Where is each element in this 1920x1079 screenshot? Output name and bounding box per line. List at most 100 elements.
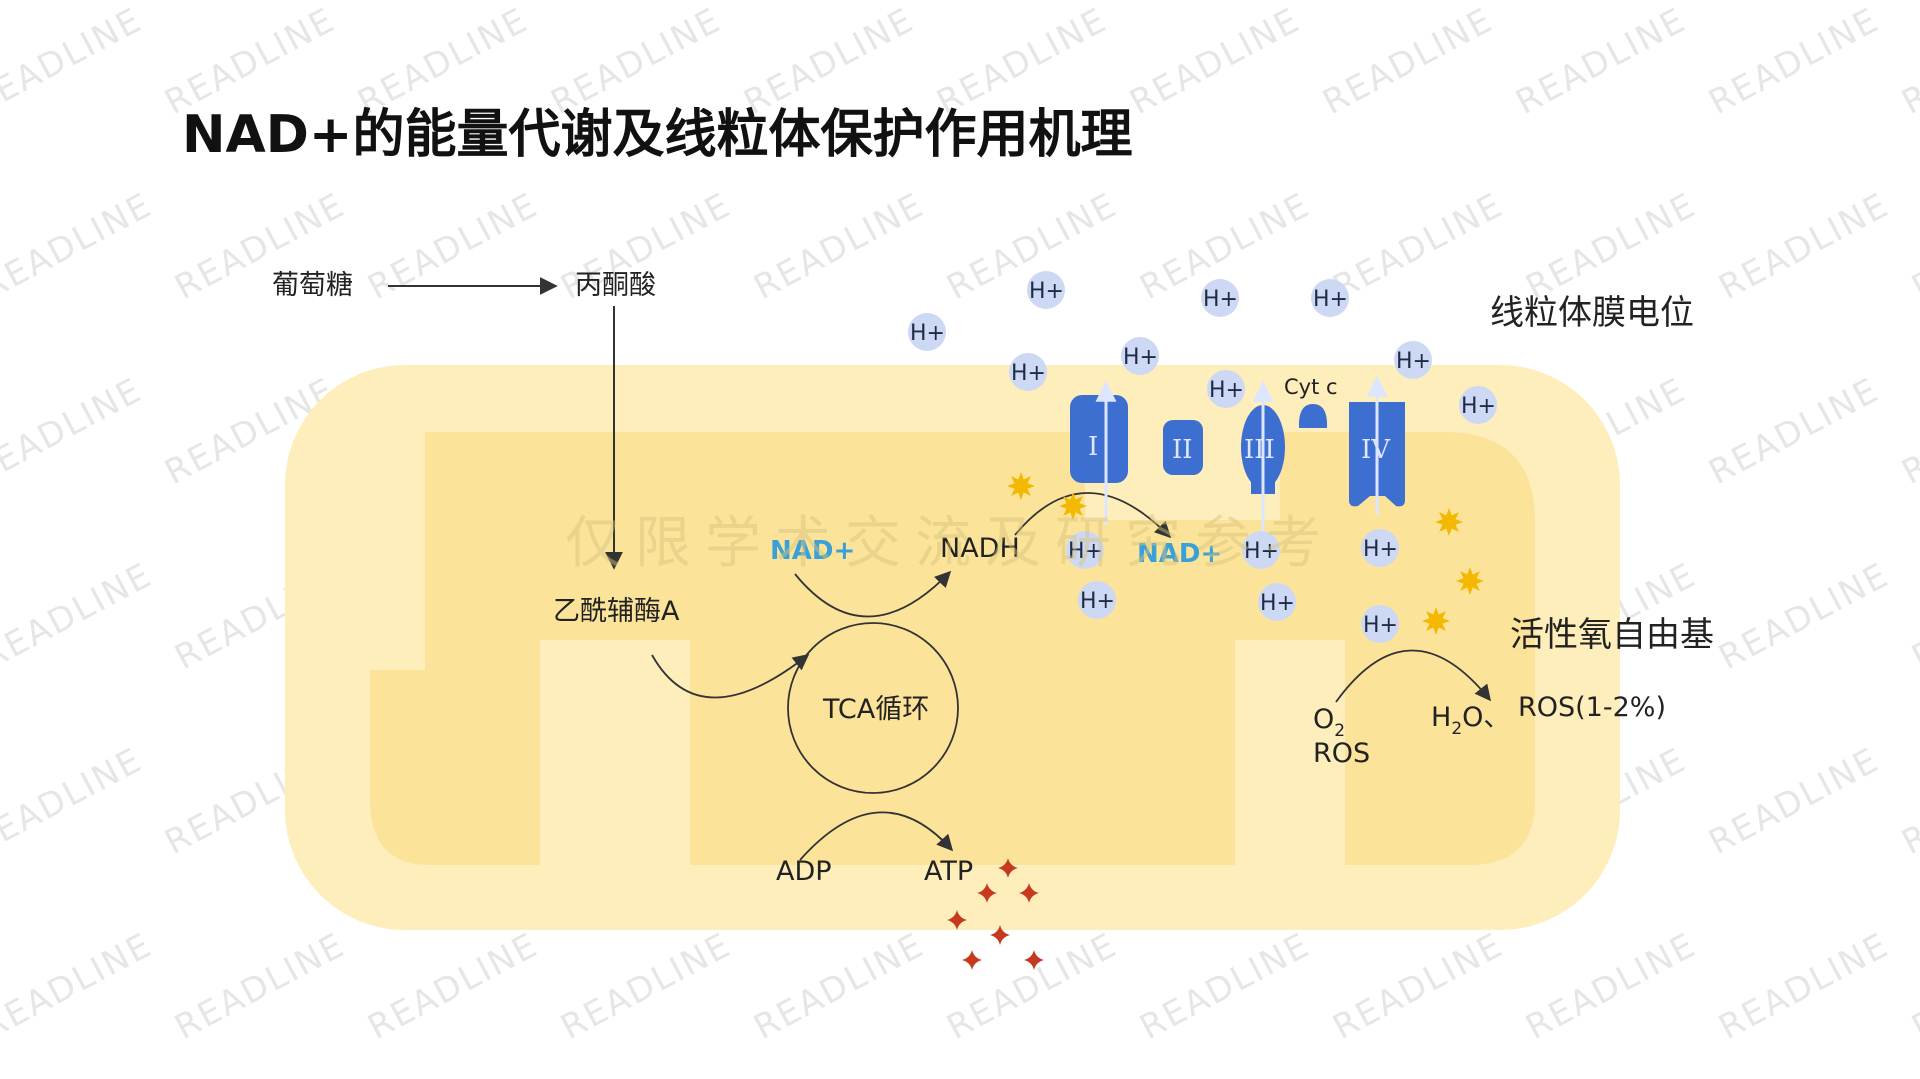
adp-to-atp-arrow [799,811,954,861]
nad-to-nadh-arrow [794,570,952,618]
inner-matrix [370,432,1535,865]
o2-to-h2o-arrow [1335,649,1492,703]
watermark-brand: READLINE [1702,740,1885,863]
star-spark-icon [962,950,982,970]
watermark-brand: READLINE [0,185,159,308]
ros-left-label: ROS [1313,738,1370,769]
complex-i-label: I [1088,432,1098,462]
nad-plus-right-label: NAD+ [1137,539,1222,569]
atp-label: ATP [924,856,973,887]
proton-label: H+ [1363,613,1398,638]
star-spark-icon [998,858,1018,878]
watermark-brand: READLINE [1712,185,1895,308]
pyruvate-label: 丙酮酸 [575,270,656,301]
watermark-brand: READLINE [1326,185,1509,308]
glucose-label: 葡萄糖 [272,270,353,301]
proton-circle [1394,341,1432,379]
proton-group: H+H+H+H+H+H+H+H+H+H+H+H+H+H+H+ [908,271,1497,643]
watermark-brand: READLINE [1509,0,1692,123]
cyt-c-label: Cyt c [1284,375,1338,399]
watermark-brand: READLINE [1905,185,1920,308]
acetyl-to-tca-arrow [651,653,810,699]
proton-circle [1361,605,1399,643]
watermark-brand: READLINE [1519,925,1702,1048]
watermark-brand: READLINE [940,925,1123,1048]
watermark-brand: READLINE [168,925,351,1048]
nad-plus-left-label: NAD+ [770,536,855,566]
proton-label: H+ [1123,345,1158,370]
proton-circle [908,313,946,351]
watermark-brand: READLINE [747,185,930,308]
watermark-brand: READLINE [1326,925,1509,1048]
star-spark-icon [947,910,967,930]
burst-star-icon [1059,492,1087,520]
watermark-brand: READLINE [1712,925,1895,1048]
proton-label: H+ [1461,394,1496,419]
watermark-brand: READLINE [1702,0,1885,123]
proton-circle [1207,370,1245,408]
complex-iv: IV [1349,375,1405,515]
proton-circle [1066,531,1104,569]
tca-cycle-ring [787,622,959,794]
star-spark-icon [977,883,997,903]
ros-burst-group [1007,472,1484,635]
proton-label: H+ [1029,279,1064,304]
watermark-brand: READLINE [0,740,149,863]
proton-circle [1121,337,1159,375]
watermark-brand: READLINE [1895,370,1920,493]
proton-label: H+ [1209,378,1244,403]
watermark-brand: READLINE [1702,370,1885,493]
proton-label: H+ [1313,287,1348,312]
proton-circle [1201,279,1239,317]
watermark-notice: 仅限学术交流及研究参考 [565,511,1335,576]
watermark-brand: READLINE [1712,555,1895,678]
watermark-brand: READLINE [1905,925,1920,1048]
watermark-brand: READLINE [0,370,149,493]
watermark-brand: READLINE [1905,555,1920,678]
acetyl-coa-label: 乙酰辅酶A [553,596,680,627]
watermark-brand: READLINE [1519,185,1702,308]
proton-label: H+ [1011,361,1046,386]
atp-spark-group [947,858,1044,970]
cyt-c-blob [1298,404,1328,428]
proton-label: H+ [1244,539,1279,564]
adp-label: ADP [776,856,832,887]
watermark-brand: READLINE [1123,0,1306,123]
proton-circle [1242,531,1280,569]
star-spark-icon [1024,950,1044,970]
reactive-oxygen-label: 活性氧自由基 [1510,615,1714,655]
proton-circle [1459,386,1497,424]
proton-label: H+ [1363,537,1398,562]
star-spark-icon [990,925,1010,945]
complex-iv-label: IV [1361,435,1391,465]
burst-star-icon [1007,472,1035,500]
nadh-label: NADH [940,533,1020,564]
burst-star-icon [1422,607,1450,635]
proton-circle [1258,583,1296,621]
complex-iii-label: III [1244,435,1275,465]
proton-label: H+ [1396,349,1431,374]
complex-iii: III [1241,380,1285,535]
proton-label: H+ [1203,287,1238,312]
watermark-brand: READLINE [554,925,737,1048]
watermark-brand: READLINE [1895,0,1920,123]
watermark-brand: READLINE [1895,740,1920,863]
proton-label: H+ [910,321,945,346]
watermark-brand: READLINE [747,925,930,1048]
burst-star-icon [1456,567,1484,595]
star-spark-icon [1019,883,1039,903]
tca-label: TCA循环 [822,694,929,725]
proton-circle [1027,271,1065,309]
ros-percent-label: ROS(1-2%) [1518,692,1666,723]
h2o-label: H2O、 [1431,702,1510,739]
o2-label: O2 [1313,704,1345,741]
complex-i: I [1070,380,1128,525]
watermark-brand: READLINE [1133,925,1316,1048]
watermark-brand: READLINE [361,925,544,1048]
watermark-brand: READLINE [1316,0,1499,123]
proton-circle [1009,353,1047,391]
complex-ii-label: II [1172,435,1193,465]
burst-star-icon [1435,508,1463,536]
proton-circle [1311,279,1349,317]
